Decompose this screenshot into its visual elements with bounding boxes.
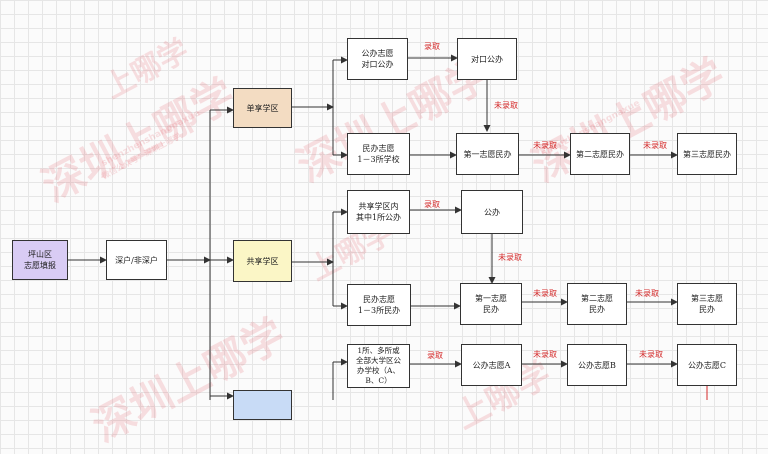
public-b-node: 公办志愿B xyxy=(567,344,627,386)
public-c-node: 公办志愿C xyxy=(677,344,737,386)
not-admit-label: 未录取 xyxy=(494,101,518,110)
large-district-node xyxy=(233,390,292,420)
shared-district-node: 共享学区 xyxy=(233,240,292,282)
second-private-node: 第二志愿民办 xyxy=(570,133,630,175)
not-admit-label: 未录取 xyxy=(498,253,522,262)
admit-label: 录取 xyxy=(424,200,440,209)
second-private-node-b: 第二志愿 民办 xyxy=(567,283,627,325)
private-choice-node: 民办志愿 1－3所学校 xyxy=(347,133,410,175)
multi-public-choice-node: 1所、多所或 全部大学区公 办学校（A、 B、C） xyxy=(347,344,410,388)
admit-label: 录取 xyxy=(427,351,443,360)
shared-public-node: 公办 xyxy=(461,190,523,234)
third-private-node-b: 第三志愿 民办 xyxy=(677,283,737,325)
assigned-public-node: 对口公办 xyxy=(457,38,517,80)
third-private-node: 第三志愿民办 xyxy=(677,133,737,175)
not-admit-label: 未录取 xyxy=(639,350,663,359)
admit-label: 录取 xyxy=(424,42,440,51)
not-admit-label: 未录取 xyxy=(533,350,557,359)
first-private-node: 第一志愿民办 xyxy=(456,133,519,175)
public-a-node: 公办志愿A xyxy=(461,344,522,386)
shared-public-choice-node: 共享学区内 其中1所公办 xyxy=(347,190,410,234)
flowchart-connectors xyxy=(68,54,708,400)
public-assigned-choice-node: 公办志愿 对口公办 xyxy=(347,38,408,80)
hukou-node: 深户/非深户 xyxy=(106,240,167,280)
pingshan-node: 坪山区 志愿填报 xyxy=(12,240,68,280)
first-private-node-b: 第一志愿 民办 xyxy=(460,283,522,325)
not-admit-label: 未录取 xyxy=(533,289,557,298)
not-admit-label: 未录取 xyxy=(635,289,659,298)
not-admit-label: 未录取 xyxy=(533,141,557,150)
private-choice-node-b: 民办志愿 1－3所民办 xyxy=(347,284,411,326)
single-district-node: 单享学区 xyxy=(233,88,292,128)
not-admit-label: 未录取 xyxy=(643,141,667,150)
